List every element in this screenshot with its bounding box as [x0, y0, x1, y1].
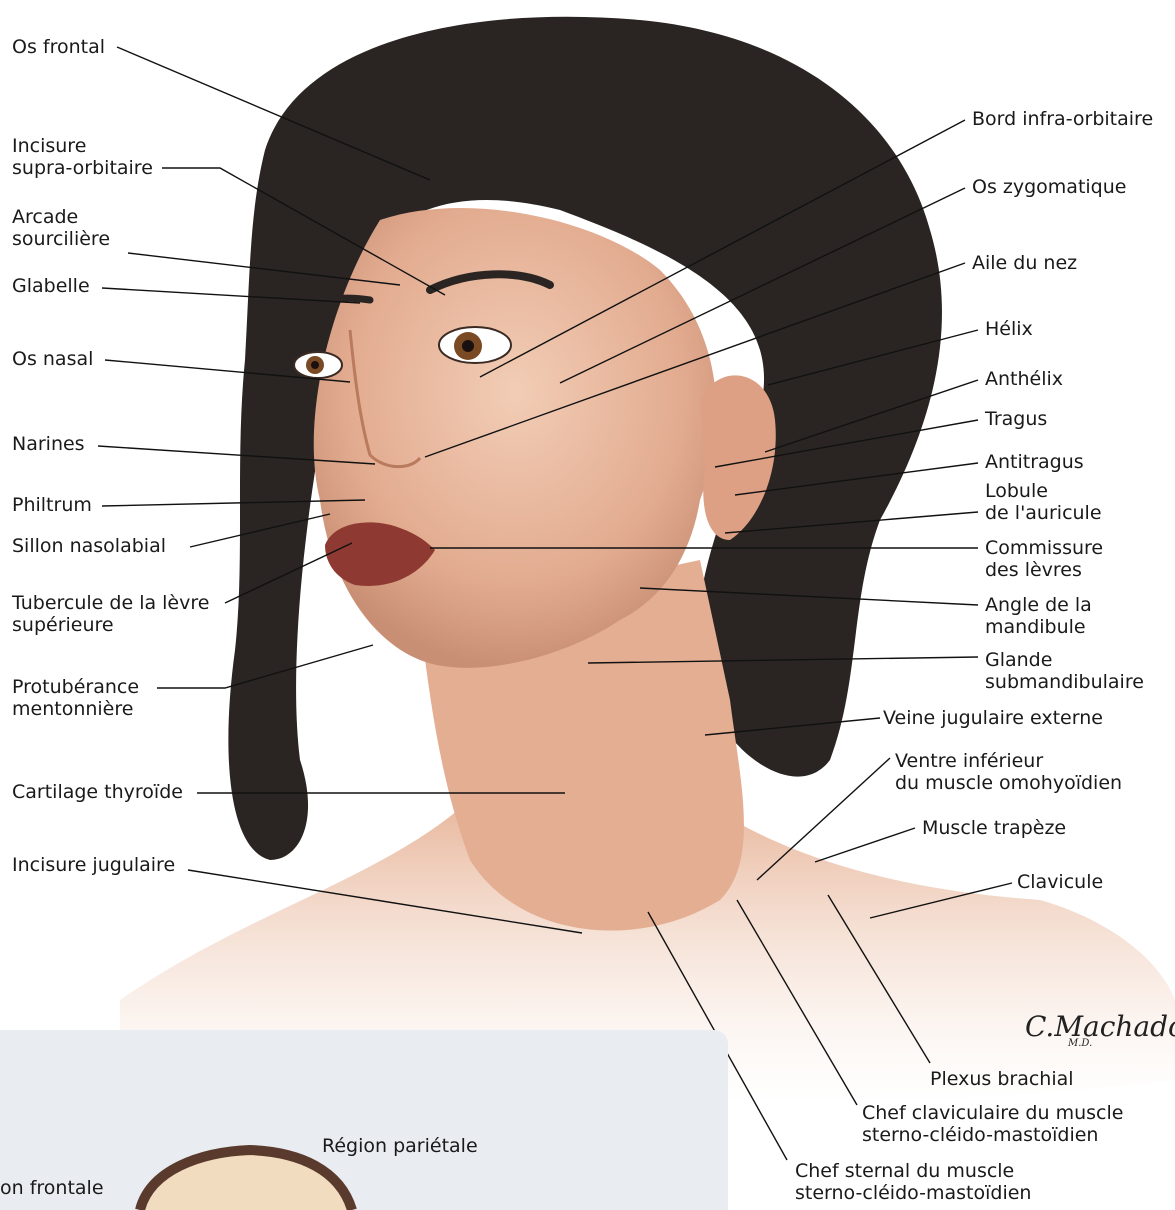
leader-helix	[768, 330, 978, 385]
leader-ventre	[757, 758, 890, 880]
label-tubercule: Tubercule de la lèvre supérieure	[12, 592, 209, 636]
label-narines: Narines	[12, 433, 85, 455]
label-plexus: Plexus brachial	[930, 1068, 1074, 1090]
label-helix: Hélix	[985, 318, 1033, 340]
label-os-frontal: Os frontal	[12, 36, 105, 58]
label-arcade: Arcade sourcilière	[12, 206, 110, 250]
leader-sillon	[190, 514, 330, 547]
leader-tragus	[715, 420, 978, 467]
label-region-frontale: on frontale	[0, 1177, 104, 1199]
label-protuberance: Protubérance mentonnière	[12, 676, 139, 720]
leader-lobule	[725, 512, 978, 533]
leader-tubercule	[225, 543, 352, 603]
label-chef-clav: Chef claviculaire du muscle sterno-cléid…	[862, 1102, 1123, 1146]
leader-protuberance	[157, 645, 373, 688]
leader-trapeze	[815, 828, 915, 862]
label-aile-nez: Aile du nez	[972, 252, 1077, 274]
leader-veine	[705, 718, 880, 735]
leader-clavicule	[870, 883, 1012, 918]
leader-anthelix	[765, 380, 978, 452]
label-ventre: Ventre inférieur du muscle omohyoïdien	[895, 750, 1122, 794]
label-incisure-supra: Incisure supra-orbitaire	[12, 135, 153, 179]
label-angle: Angle de la mandibule	[985, 594, 1092, 638]
leader-os-nasal	[105, 360, 350, 382]
label-bord-infra: Bord infra-orbitaire	[972, 108, 1153, 130]
inset-head-outline	[140, 1150, 352, 1210]
label-tragus: Tragus	[985, 408, 1047, 430]
label-sillon: Sillon nasolabial	[12, 535, 166, 557]
label-glande: Glande submandibulaire	[985, 649, 1144, 693]
leader-philtrum	[102, 500, 365, 506]
label-antitragus: Antitragus	[985, 451, 1084, 473]
leader-antitragus	[735, 463, 978, 495]
leader-chef-clav	[737, 900, 857, 1105]
label-glabelle: Glabelle	[12, 275, 90, 297]
leader-bord-infra	[480, 120, 965, 377]
label-commissure: Commissure des lèvres	[985, 537, 1103, 581]
leader-glabelle	[102, 288, 360, 303]
leader-aile-nez	[425, 263, 965, 457]
leader-glande	[588, 657, 978, 663]
label-cartilage: Cartilage thyroïde	[12, 781, 183, 803]
label-anthelix: Anthélix	[985, 368, 1063, 390]
label-incisure-jug: Incisure jugulaire	[12, 854, 175, 876]
label-clavicule: Clavicule	[1017, 871, 1103, 893]
artist-signature-suffix: M.D.	[1068, 1038, 1092, 1049]
inset-panel	[0, 1030, 728, 1210]
label-os-nasal: Os nasal	[12, 348, 93, 370]
artist-signature: C.Machado	[1025, 1010, 1175, 1043]
leader-plexus	[828, 895, 930, 1063]
label-os-zygo: Os zygomatique	[972, 176, 1126, 198]
label-trapeze: Muscle trapèze	[922, 817, 1066, 839]
leader-incisure-supra	[162, 168, 445, 295]
leader-incisure-jug	[188, 870, 582, 933]
label-region-parietale: Région pariétale	[322, 1135, 478, 1157]
label-chef-sternal: Chef sternal du muscle sterno-cléido-mas…	[795, 1160, 1031, 1204]
leader-os-frontal	[117, 47, 430, 180]
label-philtrum: Philtrum	[12, 494, 92, 516]
leader-arcade	[128, 253, 400, 285]
label-veine: Veine jugulaire externe	[883, 707, 1103, 729]
leader-angle	[640, 588, 978, 605]
leader-narines	[98, 446, 375, 464]
label-lobule: Lobule de l'auricule	[985, 480, 1102, 524]
